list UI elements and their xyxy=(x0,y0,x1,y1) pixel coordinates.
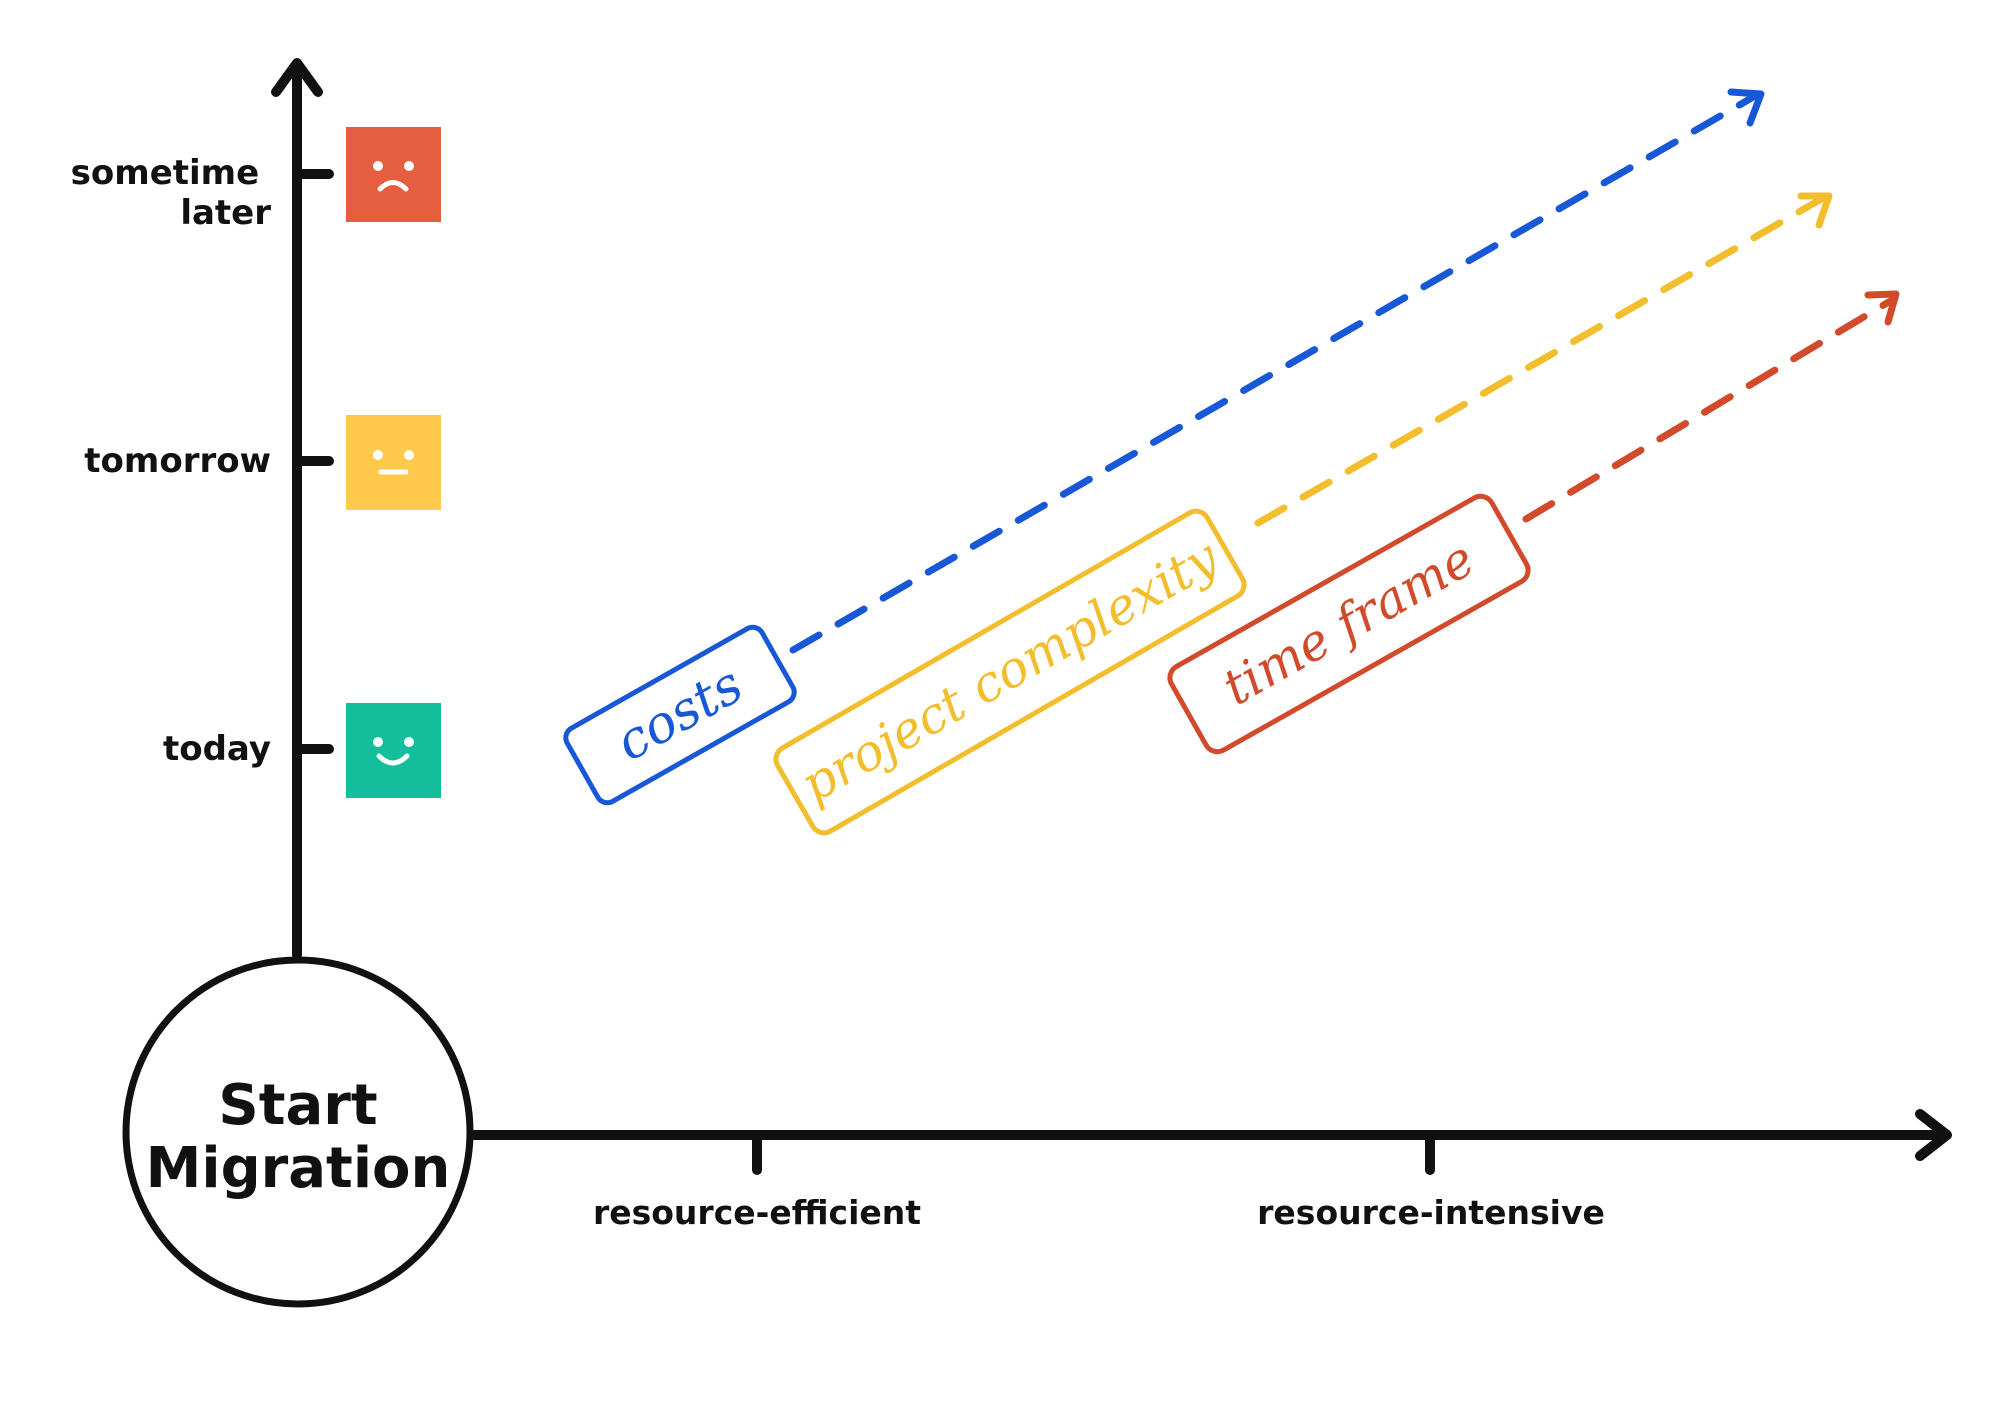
factor-time-frame: time frame xyxy=(1167,493,1531,755)
y-axis-arrow-icon xyxy=(271,58,323,97)
y-label-tomorrow: tomorrow xyxy=(84,441,271,481)
costs-dashed-arrow-icon xyxy=(789,88,1765,654)
factor-label-project-complexity: project complexity xyxy=(791,528,1228,814)
sad-face-icon xyxy=(346,127,441,222)
migration-label: Migration xyxy=(146,1136,451,1201)
x-axis xyxy=(469,1109,1952,1175)
x-label-intensive: resource-intensive xyxy=(1257,1193,1605,1232)
y-label-today: today xyxy=(163,729,271,769)
happy-face-icon xyxy=(346,703,441,798)
neutral-face-icon xyxy=(346,415,441,510)
timeframe-dashed-arrow-icon xyxy=(1522,290,1900,523)
start-migration-node: Start Migration xyxy=(122,956,474,1308)
complexity-dashed-arrow-icon xyxy=(1254,192,1833,527)
start-label: Start xyxy=(218,1073,377,1138)
factor-costs: costs xyxy=(563,624,797,806)
y-label-later: sometime later xyxy=(71,153,272,233)
y-axis xyxy=(271,58,323,960)
x-axis-arrow-icon xyxy=(1915,1109,1952,1161)
x-label-efficient: resource-efficient xyxy=(593,1193,921,1232)
